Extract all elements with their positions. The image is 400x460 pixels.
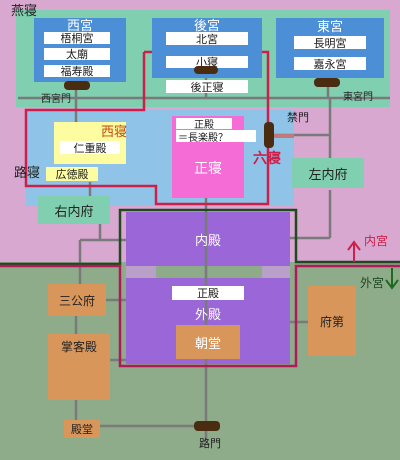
hall-zhengdian-note: ＝長楽殿？ [176,130,256,144]
west-gate-label: 西宮門 [41,93,71,105]
office-fudi: 府第 [308,286,356,356]
outer-hall-label: 外殿 [194,307,221,323]
main-chamber-label: 正寝 [194,161,222,177]
hall-chaotang: 朝堂 [176,325,240,359]
east-palace-label: 東宮 [316,19,343,35]
office-youneifu: 右内府 [38,196,110,224]
hall-houzhengqin: 後正寝 [166,80,248,94]
west-chamber-label: 西寝 [100,124,127,140]
inner-palace-label: 内宮 [363,233,388,248]
neidian-zone [126,212,290,266]
luqin-label: 路寝 [13,165,40,181]
yanqin-label: 燕寝 [10,3,37,19]
neidian-corridor-left [126,266,156,278]
inner-palace-boundary [0,208,400,266]
east-gate-marker [314,78,340,87]
outer-palace-boundary [0,264,400,368]
inner-hall-label: 内殿 [194,233,221,249]
boundary-arrows [347,240,399,290]
office-zhangkedian: 掌客殿 [48,334,110,400]
hall-zhengdian-main: 正殿 [176,118,232,131]
rear-palace-label: 後宮 [193,18,220,34]
hall-taimiao: 太廟 [44,48,110,61]
hall-fushou: 福寿殿 [44,65,110,78]
hall-beigong: 北宮 [166,32,248,46]
main-chamber-block [172,116,244,198]
road-gate-label: 路門 [199,437,221,450]
neidian-corridor-right [262,266,290,278]
rear-gate-marker [194,66,218,74]
west-palace-label: 西宮 [66,19,93,34]
forbidden-gate-passage [270,134,294,138]
hall-jiayong: 嘉永宮 [294,57,366,71]
forbidden-gate-label: 禁門 [287,111,309,124]
road-gate-marker [194,421,220,431]
six-chambers-boundary [24,50,270,206]
hall-xiaoqin: 小寝 [166,56,248,69]
office-zuoneifu: 左内府 [292,158,364,188]
office-sangongfu: 三公府 [48,284,106,316]
hall-zhengdian-outer: 正殿 [172,286,244,300]
east-gate-label: 東宮門 [343,91,373,103]
forbidden-gate-marker [264,122,274,148]
hall-renzhong: 仁重殿 [60,141,120,155]
hall-guangde: 広徳殿 [46,167,98,181]
west-gate-marker [64,81,90,90]
six-chambers-label: 六寝 [253,151,281,167]
outer-palace-label: 外宮 [359,275,384,290]
office-diantang: 殿堂 [64,420,100,438]
hall-wutong: 梧桐宮 [44,32,110,45]
hall-changming: 長明宮 [294,36,366,50]
